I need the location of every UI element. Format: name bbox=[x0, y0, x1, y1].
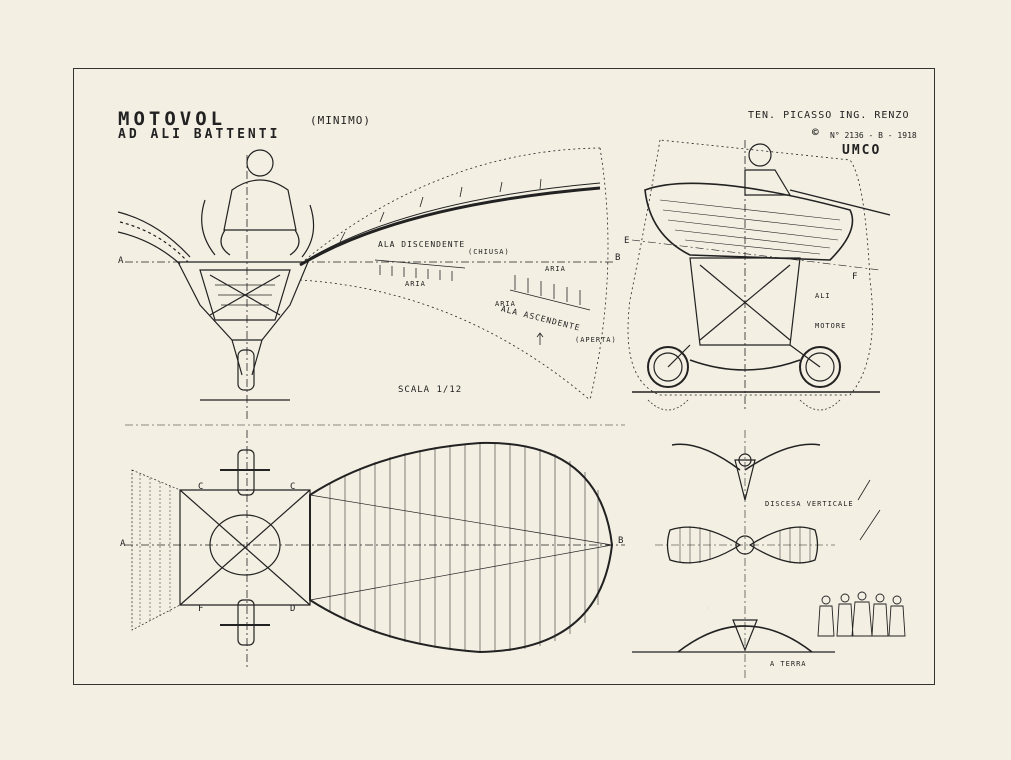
wing-up-note: (APERTA) bbox=[575, 336, 617, 344]
point-e: E bbox=[624, 236, 630, 246]
drawing-frame bbox=[73, 68, 935, 685]
scale-label: SCALA 1/12 bbox=[398, 385, 463, 395]
side-note-2: MOTORE bbox=[815, 322, 847, 330]
point-f-side: F bbox=[852, 272, 858, 282]
on-ground-label: A TERRA bbox=[770, 660, 807, 668]
patent-symbol: © bbox=[812, 126, 819, 139]
point-c-left: C bbox=[198, 482, 204, 492]
plan-view bbox=[125, 424, 625, 670]
vertical-descent-label: DISCESA VERTICALE bbox=[765, 500, 854, 508]
wing-down-label: ALA DISCENDENTE bbox=[378, 240, 466, 249]
author-label: TEN. PICASSO ING. RENZO bbox=[748, 110, 910, 121]
point-b-plan: B bbox=[618, 536, 624, 546]
side-note-1: ALI bbox=[815, 292, 831, 300]
brand-label: UMCO bbox=[842, 143, 882, 158]
point-a-front: A bbox=[118, 256, 124, 266]
point-c-right: C bbox=[290, 482, 296, 492]
title: MOTOVOL bbox=[118, 108, 227, 130]
front-view bbox=[117, 147, 615, 420]
side-view bbox=[627, 139, 891, 411]
small-views bbox=[632, 430, 906, 680]
variant-label: (MINIMO) bbox=[310, 114, 371, 127]
point-f-plan: F bbox=[198, 604, 204, 614]
point-d: D bbox=[290, 604, 296, 614]
side-pilot bbox=[744, 143, 891, 216]
point-a-plan: A bbox=[120, 539, 126, 549]
air-label-3: ARIA bbox=[495, 300, 516, 308]
crowd-figures bbox=[817, 591, 906, 637]
patent-number: N° 2136 - B - 1918 bbox=[830, 131, 917, 140]
point-b-front: B bbox=[615, 253, 621, 263]
pilot-figure bbox=[201, 149, 315, 258]
subtitle: AD ALI BATTENTI bbox=[118, 127, 281, 142]
air-label-1: ARIA bbox=[405, 280, 426, 288]
wing-down-note: (CHIUSA) bbox=[468, 248, 510, 256]
air-label-2: ARIA bbox=[545, 265, 566, 273]
wing-ribs bbox=[329, 443, 599, 652]
